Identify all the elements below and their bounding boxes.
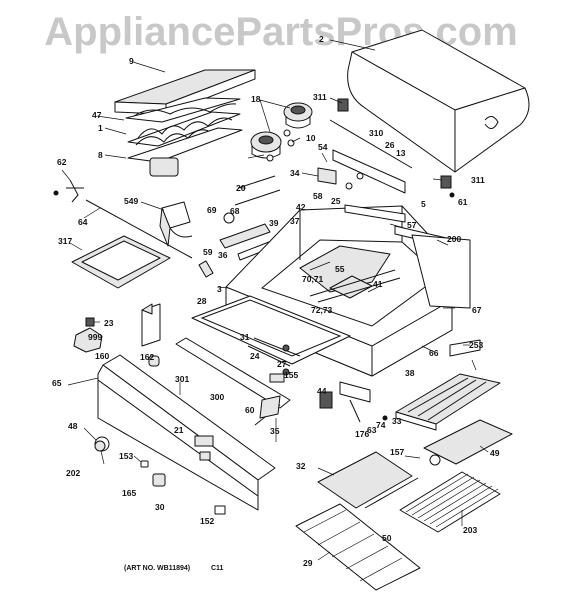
callout-label: 155 xyxy=(284,370,298,380)
callout-label: 64 xyxy=(78,217,88,227)
callout-label: 317 xyxy=(58,236,72,246)
callout-label: 549 xyxy=(124,196,138,206)
part-ignitor xyxy=(259,381,388,423)
callout-label: 153 xyxy=(119,451,133,461)
part-rotisserie xyxy=(317,98,455,198)
callout-label: 25 xyxy=(331,196,341,206)
callout-label: 9 xyxy=(129,56,134,66)
callout-label: 5 xyxy=(421,199,426,209)
callout-label: 39 xyxy=(269,218,279,228)
callout-label: 162 xyxy=(140,352,154,362)
callout-label: 62 xyxy=(57,157,67,167)
callout-label: 36 xyxy=(218,250,228,260)
art-number-suffix: C11 xyxy=(211,565,224,572)
callout-label: 31 xyxy=(240,332,250,342)
callout-label: 29 xyxy=(303,558,313,568)
callout-label: 49 xyxy=(490,448,500,458)
callout-label: 55 xyxy=(335,264,345,274)
callout-label: 35 xyxy=(270,426,280,436)
callout-label: 311 xyxy=(471,175,485,185)
part-knobs xyxy=(94,435,214,487)
callout-label: 176 xyxy=(355,429,369,439)
callout-label: 48 xyxy=(68,421,78,431)
callout-label: 60 xyxy=(245,405,255,415)
callout-label: 74 xyxy=(376,420,386,430)
callout-label: 59 xyxy=(203,247,213,257)
callout-label: 44 xyxy=(317,386,327,396)
callout-label: 69 xyxy=(207,205,217,215)
part-spit-motor-pan xyxy=(53,179,193,289)
callout-label: 202 xyxy=(66,468,80,478)
callout-label: 67 xyxy=(472,305,482,315)
callout-label: 165 xyxy=(122,488,136,498)
part-bottom-rack xyxy=(214,451,501,591)
callout-label: 37 xyxy=(290,216,300,226)
callout-label: 203 xyxy=(463,525,477,535)
callout-label: 65 xyxy=(52,378,62,388)
callout-label: 160 xyxy=(95,351,109,361)
callout-label: 20 xyxy=(236,183,246,193)
callout-label: 13 xyxy=(396,148,406,158)
part-hood-lid xyxy=(347,29,530,173)
callout-label: 999 xyxy=(88,332,102,342)
part-grates xyxy=(125,97,243,177)
callout-label: 42 xyxy=(296,202,306,212)
callout-label: 200 xyxy=(447,234,461,244)
art-number-label: (ART NO. WB11894) xyxy=(124,565,190,572)
callout-label: 38 xyxy=(405,368,415,378)
callout-label: 8 xyxy=(98,150,103,160)
callout-label: 3 xyxy=(217,284,222,294)
callout-label: 57 xyxy=(407,220,417,230)
part-misc-left xyxy=(73,303,161,367)
callout-label: 2 xyxy=(319,34,324,44)
callout-label: 72,73 xyxy=(311,305,333,315)
callout-label: 21 xyxy=(174,425,184,435)
callout-label: 33 xyxy=(392,416,402,426)
callout-label: 32 xyxy=(296,461,306,471)
callout-label: 23 xyxy=(104,318,114,328)
callout-label: 30 xyxy=(155,502,165,512)
callout-label: 27 xyxy=(277,359,287,369)
part-burners xyxy=(250,102,313,162)
callout-label: 28 xyxy=(197,296,207,306)
callout-label: 26 xyxy=(385,140,395,150)
callout-label: 66 xyxy=(429,348,439,358)
callout-label: 34 xyxy=(290,168,300,178)
callout-label: 157 xyxy=(390,447,404,457)
callout-label: 10 xyxy=(306,133,316,143)
part-side-trays xyxy=(395,339,513,466)
callout-label: 301 xyxy=(175,374,189,384)
callout-label: 58 xyxy=(313,191,323,201)
callout-label: 253 xyxy=(469,340,483,350)
callout-label: 311 xyxy=(313,92,327,102)
callout-label: 41 xyxy=(373,279,383,289)
callout-label: 1 xyxy=(98,123,103,133)
leader-lines xyxy=(61,39,489,561)
callout-label: 63 xyxy=(367,425,377,435)
callout-label: 61 xyxy=(458,197,468,207)
callout-label: 54 xyxy=(318,142,328,152)
part-lower-frame xyxy=(175,295,351,426)
callout-label: 24 xyxy=(250,351,260,361)
callout-label: 152 xyxy=(200,516,214,526)
callout-label: 68 xyxy=(230,206,240,216)
callout-label: 70,71 xyxy=(302,274,324,284)
part-control-panel xyxy=(97,354,276,511)
callout-label: 50 xyxy=(382,533,392,543)
callout-label: 300 xyxy=(210,392,224,402)
callout-label: 47 xyxy=(92,110,102,120)
callout-label: 18 xyxy=(251,94,261,104)
callout-label: 310 xyxy=(369,128,383,138)
